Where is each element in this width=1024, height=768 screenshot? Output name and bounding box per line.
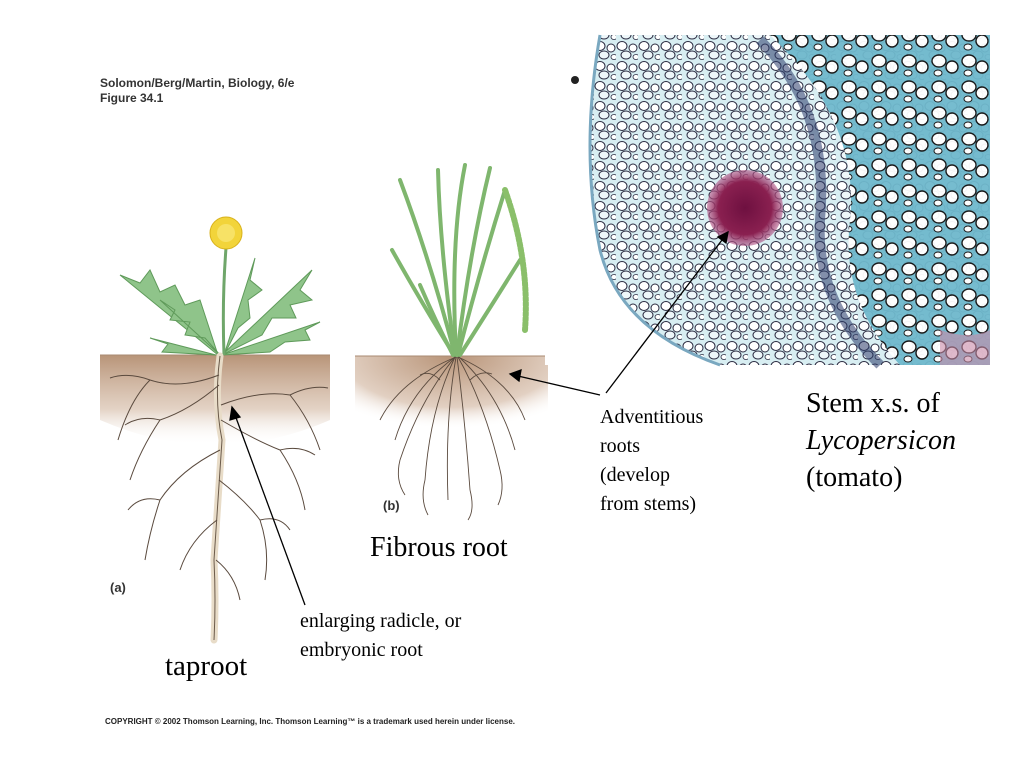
adventitious-label-line2: roots xyxy=(600,435,640,457)
adventitious-roots-label: Adventitious roots (develop from stems) xyxy=(600,403,703,519)
taproot-plant-illustration xyxy=(100,216,330,644)
adventitious-label-line4: from stems) xyxy=(600,493,697,515)
panel-label-b: (b) xyxy=(383,498,400,513)
adventitious-label-line1: Adventitious xyxy=(600,406,704,428)
stem-label-line1: Stem x.s. of xyxy=(806,388,940,419)
source-citation: Solomon/Berg/Martin, Biology, 6/e xyxy=(100,76,295,90)
radicle-label-line1: enlarging radicle, or xyxy=(300,610,462,632)
panel-label-a: (a) xyxy=(110,580,126,595)
copyright-notice: COPYRIGHT © 2002 Thomson Learning, Inc. … xyxy=(105,717,515,726)
stem-cross-section-micrograph xyxy=(545,34,990,369)
taproot-label: taproot xyxy=(165,650,248,682)
fibrous-root-plant-illustration xyxy=(355,163,548,521)
fibrous-root-label: Fibrous root xyxy=(370,532,508,563)
adventitious-label-line3: (develop xyxy=(600,464,670,486)
stem-label-genus: Lycopersicon xyxy=(806,425,957,456)
radicle-label: enlarging radicle, or embryonic root xyxy=(300,607,461,665)
radicle-label-line2: embryonic root xyxy=(300,639,423,661)
figure-source: Solomon/Berg/Martin, Biology, 6/e Figure… xyxy=(100,76,294,106)
pointer-lines xyxy=(229,230,729,606)
stem-section-label: Stem x.s. of Lycopersicon (tomato) xyxy=(806,385,956,496)
figure-number: Figure 34.1 xyxy=(100,91,164,105)
stem-label-common-name: (tomato) xyxy=(806,462,903,493)
